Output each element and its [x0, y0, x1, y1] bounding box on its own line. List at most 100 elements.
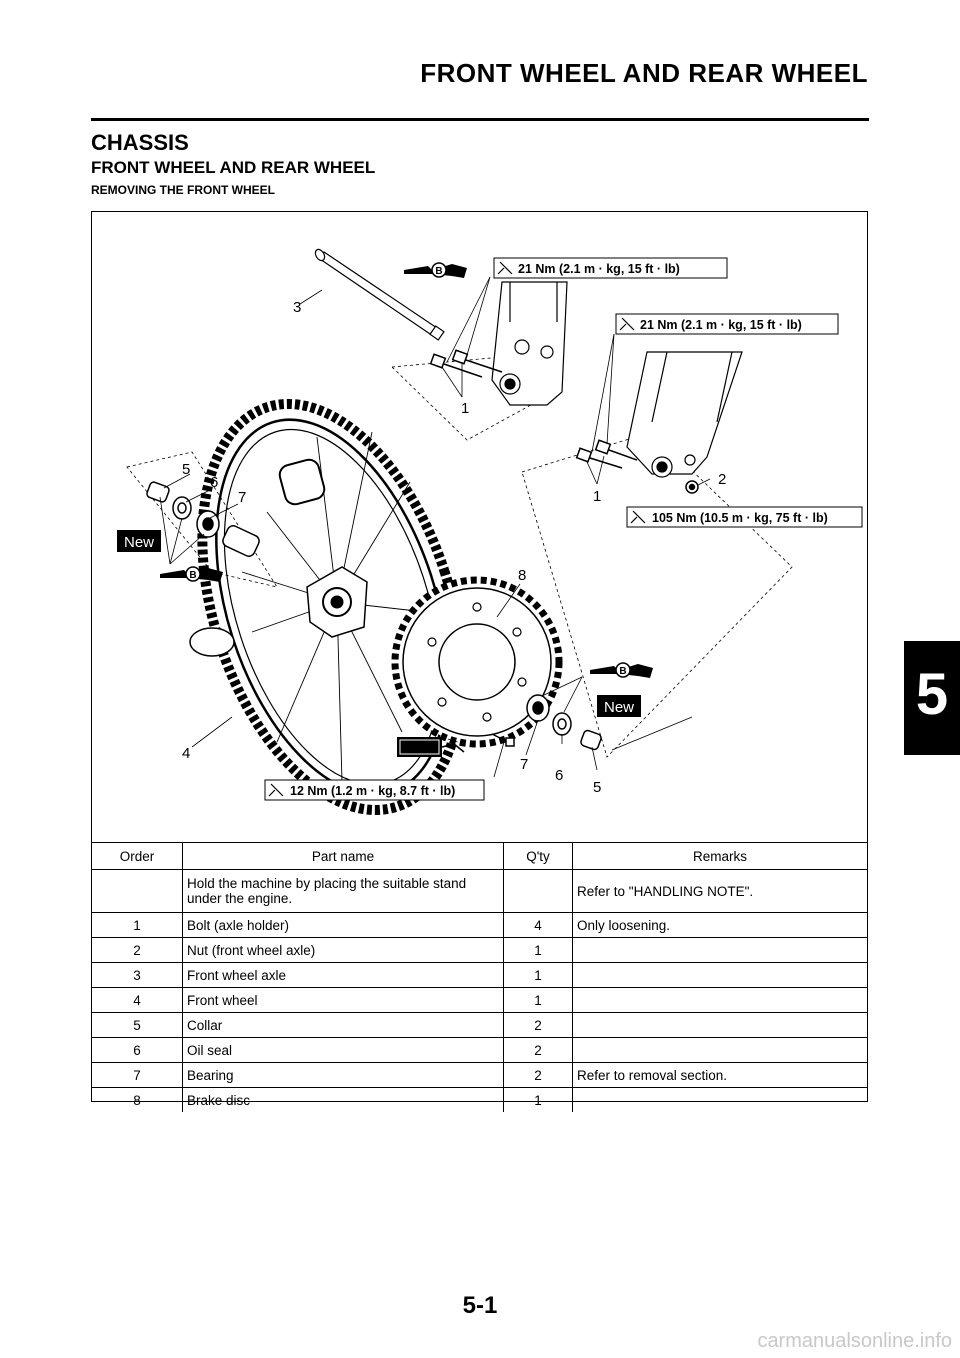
fork-leg-upper — [491, 281, 568, 406]
torque-wrench-icon — [397, 737, 465, 757]
brake-disc — [391, 576, 563, 748]
cell-part-name: Front wheel axle — [182, 962, 504, 988]
chapter-tab: 5 — [904, 641, 960, 755]
callout-5: 5 — [182, 461, 190, 478]
cell-remarks — [572, 1012, 867, 1038]
cell-remarks — [572, 962, 867, 988]
cell-remarks: Refer to removal section. — [572, 1062, 867, 1088]
cell-qty: 1 — [503, 937, 573, 963]
callout-4: 4 — [182, 745, 190, 762]
svg-text:B: B — [189, 570, 196, 581]
callout-3: 3 — [293, 299, 301, 316]
diagram-frame: B B B New New 21 N — [91, 211, 868, 1112]
table-header-row: Order Part name Q'ty Remarks — [92, 842, 867, 870]
cell-qty: 1 — [503, 987, 573, 1013]
front-wheel-axle — [314, 248, 445, 341]
cell-qty: 4 — [503, 912, 573, 938]
svg-text:B: B — [619, 666, 626, 677]
axle-holder-bolts-2 — [575, 439, 699, 494]
cell-part-name: Hold the machine by placing the suitable… — [182, 869, 504, 913]
svg-text:12 Nm (1.2 m · kg, 8.7 ft · lb: 12 Nm (1.2 m · kg, 8.7 ft · lb) — [290, 784, 455, 798]
cell-part-name: Bearing — [182, 1062, 504, 1088]
cell-order: 3 — [92, 962, 183, 988]
cell-order: 7 — [92, 1062, 183, 1088]
callout-7: 7 — [520, 756, 528, 773]
cell-qty: 1 — [503, 1087, 573, 1112]
cell-qty: 2 — [503, 1012, 573, 1038]
svg-text:New: New — [604, 699, 634, 716]
cell-order: 5 — [92, 1012, 183, 1038]
cell-order — [92, 869, 183, 913]
cell-remarks — [572, 937, 867, 963]
header-rule — [91, 118, 869, 121]
torque-spec-box: 12 Nm (1.2 m · kg, 8.7 ft · lb) — [264, 779, 485, 801]
right-bearing-parts — [526, 694, 602, 751]
callout-1: 1 — [593, 488, 601, 505]
fork-leg-lower — [626, 351, 743, 478]
cell-qty: 2 — [503, 1037, 573, 1063]
cell-part-name: Brake disc — [182, 1087, 504, 1112]
callout-5: 5 — [593, 779, 601, 796]
callout-6: 6 — [555, 767, 563, 784]
procedure-title: REMOVING THE FRONT WHEEL — [91, 183, 275, 197]
cell-order: 8 — [92, 1087, 183, 1112]
torque-spec-box: 21 Nm (2.1 m · kg, 15 ft · lb) — [493, 257, 728, 279]
parts-table: Order Part name Q'ty Remarks Hold the ma… — [92, 842, 867, 1112]
cell-remarks — [572, 1037, 867, 1063]
page-number: 5-1 — [462, 1292, 498, 1319]
exploded-view-diagram: B B B New New 21 N — [117, 248, 863, 816]
cell-remarks: Refer to "HANDLING NOTE". — [572, 869, 867, 913]
callout-6: 6 — [210, 474, 218, 491]
grease-symbol-icon: B — [590, 662, 653, 678]
cell-qty — [503, 869, 573, 913]
cell-order: 4 — [92, 987, 183, 1013]
col-qty: Q'ty — [503, 842, 573, 870]
watermark: carmanualsonline.info — [757, 1330, 952, 1352]
col-order: Order — [92, 842, 183, 870]
cell-part-name: Front wheel — [182, 987, 504, 1013]
svg-text:New: New — [124, 534, 154, 551]
cell-order: 6 — [92, 1037, 183, 1063]
cell-qty: 1 — [503, 962, 573, 988]
svg-text:B: B — [435, 266, 442, 277]
cell-part-name: Oil seal — [182, 1037, 504, 1063]
callout-7: 7 — [238, 489, 246, 506]
subsection-title: FRONT WHEEL AND REAR WHEEL — [91, 158, 376, 177]
svg-text:21 Nm (2.1 m · kg, 15 ft · lb): 21 Nm (2.1 m · kg, 15 ft · lb) — [518, 262, 680, 276]
col-part-name: Part name — [182, 842, 504, 870]
cell-remarks — [572, 987, 867, 1013]
cell-order: 2 — [92, 937, 183, 963]
torque-spec-box: 105 Nm (10.5 m · kg, 75 ft · lb) — [626, 506, 863, 528]
section-title: CHASSIS — [91, 130, 189, 155]
svg-text:105 Nm (10.5 m · kg, 75 ft · l: 105 Nm (10.5 m · kg, 75 ft · lb) — [652, 511, 828, 525]
page-header-title: FRONT WHEEL AND REAR WHEEL — [420, 58, 868, 88]
axle-holder-bolts-1 — [429, 349, 503, 378]
cell-qty: 2 — [503, 1062, 573, 1088]
callout-1: 1 — [461, 400, 469, 417]
cell-remarks: Only loosening. — [572, 912, 867, 938]
grease-symbol-icon: B — [160, 566, 223, 582]
new-badge: New — [597, 695, 641, 717]
cell-remarks — [572, 1087, 867, 1112]
chapter-number: 5 — [915, 662, 949, 727]
callout-2: 2 — [718, 471, 726, 488]
callout-8: 8 — [518, 567, 526, 584]
new-badge: New — [117, 530, 161, 552]
torque-spec-box: 21 Nm (2.1 m · kg, 15 ft · lb) — [615, 313, 839, 335]
disc-bolt — [491, 733, 515, 747]
table-row: Hold the machine by placing the suitable… — [92, 869, 867, 913]
cell-part-name: Bolt (axle holder) — [182, 912, 504, 938]
left-bearing-parts — [146, 481, 260, 557]
cell-part-name: Nut (front wheel axle) — [182, 937, 504, 963]
cell-part-name: Collar — [182, 1012, 504, 1038]
callout-numbers: 3 1 1 2 5 6 7 8 4 7 6 5 — [182, 299, 726, 796]
svg-text:21 Nm (2.1 m · kg, 15 ft · lb): 21 Nm (2.1 m · kg, 15 ft · lb) — [640, 318, 802, 332]
